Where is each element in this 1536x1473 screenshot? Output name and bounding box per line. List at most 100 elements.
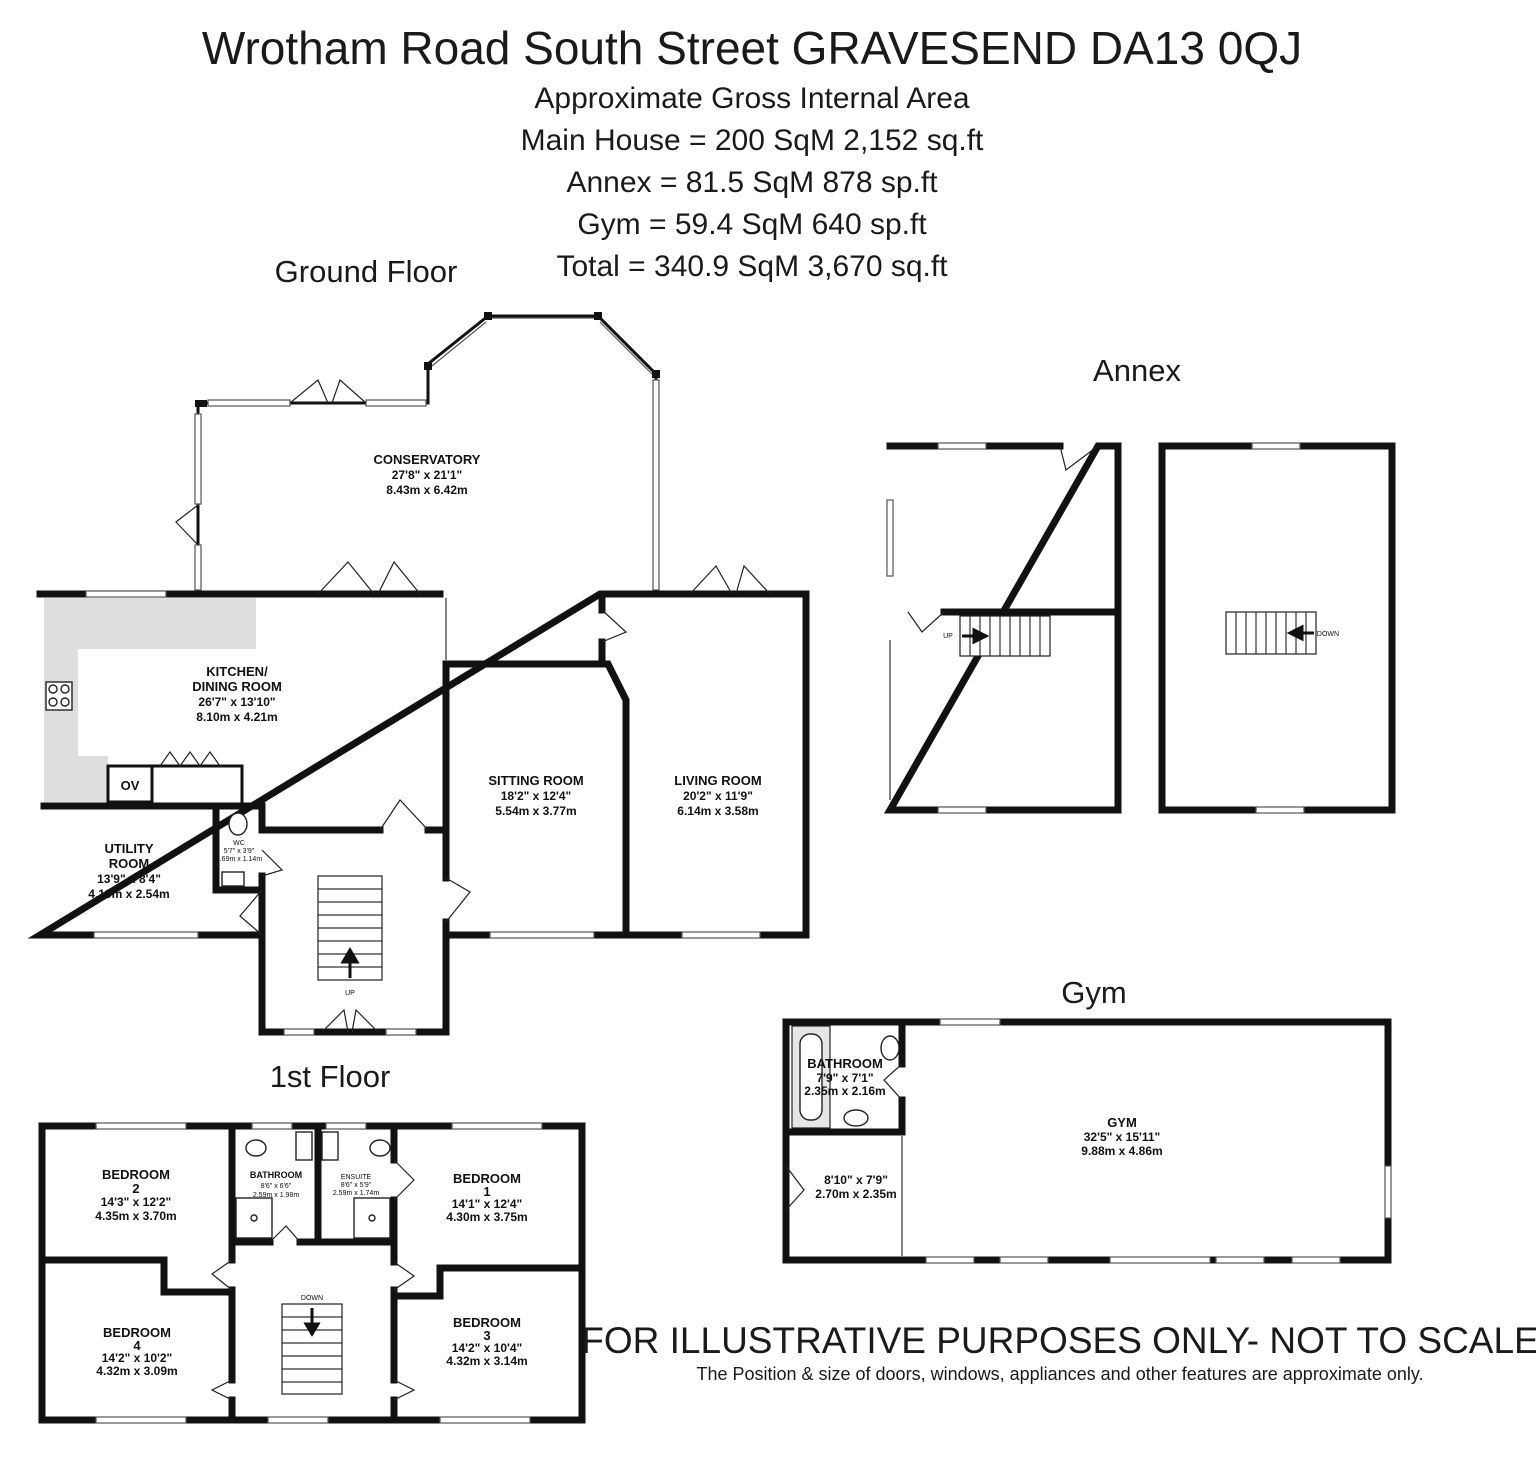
french-doors <box>317 560 421 595</box>
annex-label: Annex <box>1093 353 1181 388</box>
room-size-metric: 2.35m x 2.16m <box>804 1084 885 1098</box>
window <box>85 590 167 598</box>
annex-plan: UP DOWN <box>883 442 1396 814</box>
room-name: ROOM <box>109 856 149 871</box>
door <box>785 1165 805 1211</box>
window <box>451 1122 543 1130</box>
area-heading: Approximate Gross Internal Area <box>534 82 970 115</box>
gym-bathroom-wall <box>786 1018 906 1136</box>
hob-ring <box>60 697 70 707</box>
bedroom-4-label: BEDROOM 4 14'2" x 10'2" 4.32m x 3.09m <box>96 1325 177 1378</box>
bedroom-1-label: BEDROOM 1 14'1" x 12'4" 4.30m x 3.75m <box>446 1171 527 1224</box>
area-annex: Annex = 81.5 SqM 878 sp.ft <box>566 166 938 199</box>
ensuite-label: ENSUITE 8'6" x 5'9" 2.59m x 1.74m <box>333 1174 379 1197</box>
room-size-imperial: 32'5" x 15'11" <box>1084 1130 1160 1144</box>
room-size-metric: 2.70m x 2.35m <box>815 1187 896 1201</box>
header: Wrotham Road South Street GRAVESEND DA13… <box>202 22 1302 283</box>
door <box>1059 445 1099 472</box>
room-size-metric: 6.14m x 3.58m <box>677 804 758 818</box>
window <box>431 321 487 367</box>
hall-stairs: UP <box>317 875 383 997</box>
room-name: BEDROOM <box>103 1325 171 1340</box>
area-gym: Gym = 59.4 SqM 640 sp.ft <box>577 208 927 241</box>
window <box>925 1256 975 1264</box>
room-name: CONSERVATORY <box>374 452 481 467</box>
disclaimer-note: The Position & size of doors, windows, a… <box>696 1364 1423 1384</box>
post <box>195 400 207 407</box>
shower-drain <box>368 1214 376 1222</box>
window <box>652 379 660 591</box>
room-name: BATHROOM <box>807 1056 883 1071</box>
window <box>93 931 199 939</box>
conservatory-label: CONSERVATORY 27'8" x 21'1" 8.43m x 6.42m <box>374 452 481 497</box>
post <box>594 312 602 320</box>
window <box>886 499 894 577</box>
room-name: 3 <box>483 1328 490 1343</box>
room-name: ENSUITE <box>341 1174 372 1181</box>
window <box>194 413 202 505</box>
basin <box>321 1131 339 1161</box>
door <box>269 1225 301 1243</box>
window <box>325 1122 367 1130</box>
area-total: Total = 340.9 SqM 3,670 sq.ft <box>556 250 948 283</box>
door <box>239 849 284 936</box>
wc-toilet <box>228 812 248 836</box>
window <box>599 321 655 377</box>
disclaimer: FOR ILLUSTRATIVE PURPOSES ONLY- NOT TO S… <box>581 1320 1536 1384</box>
kitchen-label: KITCHEN/ DINING ROOM 26'7" x 13'10" 8.10… <box>192 664 282 724</box>
sitting-room-label: SITTING ROOM 18'2" x 12'4" 5.54m x 3.77m <box>488 773 583 818</box>
window <box>1384 1165 1392 1219</box>
gym-bathroom-label: BATHROOM 7'9" x 7'1" 2.35m x 2.16m <box>804 1056 885 1098</box>
window <box>95 1122 187 1130</box>
post <box>424 362 432 370</box>
sliding-doors <box>1109 1256 1211 1264</box>
first-outer-walls <box>38 1122 586 1424</box>
room-name: BEDROOM <box>102 1167 170 1182</box>
room-size-imperial: 14'1" x 12'4" <box>452 1197 522 1211</box>
toilet <box>880 1035 900 1061</box>
down-arrow-icon <box>303 1308 321 1337</box>
door <box>175 504 199 546</box>
window <box>385 1028 417 1036</box>
room-name: KITCHEN/ <box>206 664 268 679</box>
basin <box>295 1131 313 1161</box>
room-size-metric: 4.19m x 2.54m <box>88 887 169 901</box>
gym-label: Gym <box>1061 975 1126 1010</box>
door <box>907 611 945 633</box>
bedroom-3-label: BEDROOM 3 14'2" x 10'4" 4.32m x 3.14m <box>446 1315 527 1368</box>
toilet <box>245 1139 267 1157</box>
window <box>1215 1256 1265 1264</box>
room-size-metric: 4.32m x 3.14m <box>446 1354 527 1368</box>
window <box>365 399 427 407</box>
living-room-label: LIVING ROOM 20'2" x 11'9" 6.14m x 3.58m <box>674 773 761 818</box>
room-size-metric: 9.88m x 4.86m <box>1081 1144 1162 1158</box>
wall <box>42 1256 236 1296</box>
room-size-imperial: 13'9" x 8'4" <box>97 872 161 886</box>
oven-unit <box>106 764 154 804</box>
room-size-imperial: 20'2" x 11'9" <box>683 789 753 803</box>
room-size-metric: 4.32m x 3.09m <box>96 1364 177 1378</box>
stairs-up-label: UP <box>345 990 355 997</box>
sitting-living-wall <box>442 660 630 939</box>
larder-wall <box>152 764 244 806</box>
door <box>393 1379 416 1401</box>
room-size-imperial: 18'2" x 12'4" <box>501 789 571 803</box>
room-name: DINING ROOM <box>192 679 282 694</box>
bathroom-label: BATHROOM 8'6" x 6'6" 2.59m x 1.98m <box>250 1170 302 1199</box>
window <box>207 399 291 407</box>
door <box>210 1259 233 1291</box>
gym-walls <box>782 1018 1392 1264</box>
window <box>681 931 761 939</box>
front-doors <box>321 1008 379 1033</box>
room-name: WC <box>233 840 245 847</box>
room-name: 2 <box>132 1181 139 1196</box>
disclaimer-headline: FOR ILLUSTRATIVE PURPOSES ONLY- NOT TO S… <box>581 1320 1536 1361</box>
annex-down-label: DOWN <box>1317 631 1339 638</box>
window <box>939 1018 1001 1026</box>
post <box>484 312 492 320</box>
address-title: Wrotham Road South Street GRAVESEND DA13… <box>202 22 1302 74</box>
door <box>393 1159 415 1201</box>
toilet <box>369 1139 391 1157</box>
stairs-down-label: DOWN <box>301 1295 323 1302</box>
